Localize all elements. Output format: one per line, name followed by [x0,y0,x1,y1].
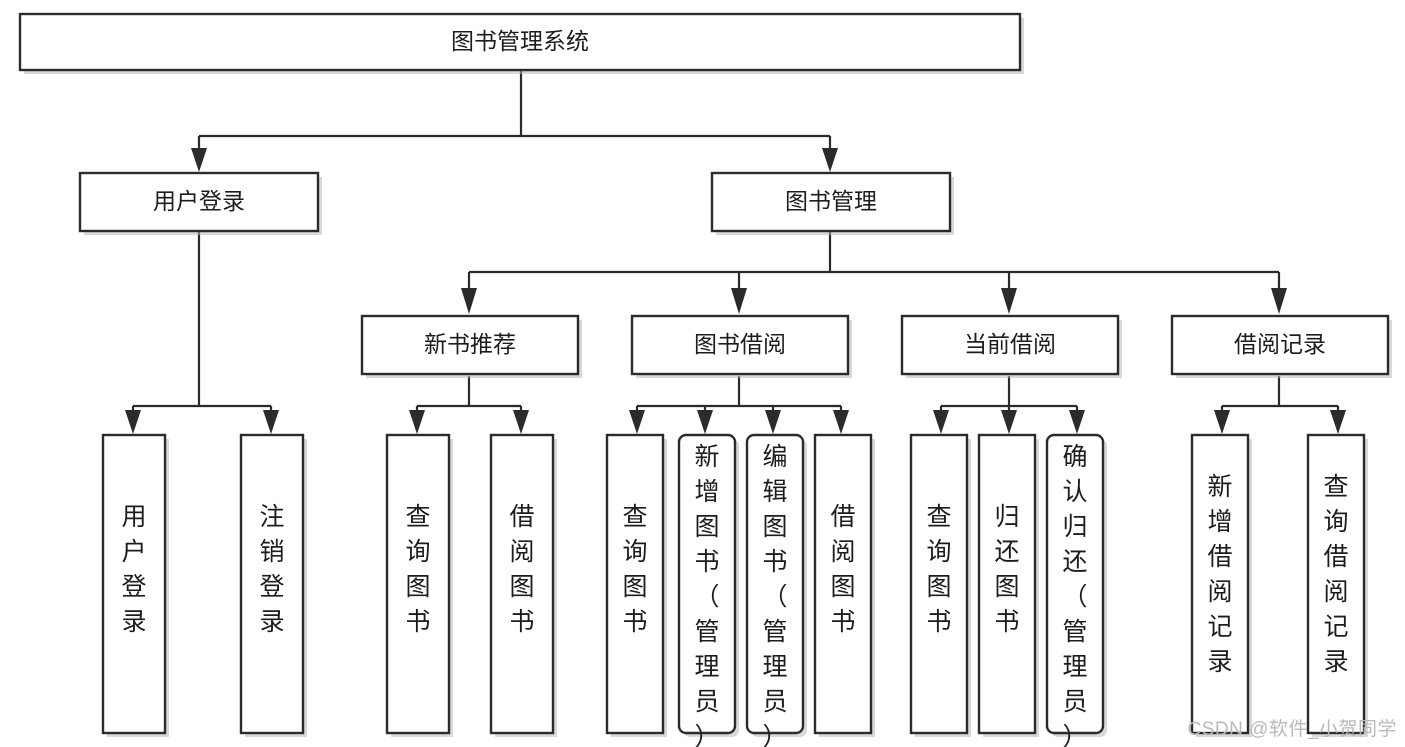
arrow-head-book-borrow [731,288,747,314]
connector-group-book-management [461,232,1287,314]
node-book-management-box [710,171,952,233]
leaf-query-book-1[interactable]: 查询图书 [385,433,453,737]
connector-group-user-login [125,232,279,434]
connector-group-book-borrow [629,376,849,434]
leaf-return-book-label: 归还图书 [994,503,1019,636]
arrow-head-user-login [191,148,207,172]
leaf-borrow-book-1-box [489,433,555,735]
node-current-borrow-label: 当前借阅 [964,331,1056,357]
leaf-add-book[interactable]: 新增图书（管理员） [677,433,739,747]
arrow-head-borrow-record [1271,288,1287,314]
leaf-edit-book-box [745,433,805,735]
arrow-head-leaf-query-book-2 [629,410,645,434]
connector-group-root [191,70,838,172]
leaf-add-record-box [1190,433,1250,735]
leaf-query-book-3-box [909,433,969,735]
leaf-query-book-3[interactable]: 查询图书 [909,433,971,737]
leaf-query-book-2-box [605,433,665,735]
arrow-head-leaf-borrow-book-1 [513,410,529,434]
leaf-query-book-1-label: 查询图书 [405,503,430,636]
leaf-logout-login[interactable]: 注销登录 [239,433,307,737]
arrow-head-leaf-user-login [125,410,141,434]
leaf-borrow-book-2-label: 借阅图书 [830,503,855,636]
leaf-query-record-box [1306,433,1366,735]
node-new-book-recommend[interactable]: 新书推荐 [360,314,582,378]
arrow-head-leaf-add-record [1214,410,1230,434]
arrow-head-leaf-query-book-1 [409,410,425,434]
node-user-login[interactable]: 用户登录 [78,171,322,235]
node-book-management[interactable]: 图书管理 [710,171,954,235]
leaf-return-book-box [977,433,1037,735]
leaf-query-record-label: 查询借阅记录 [1323,473,1348,676]
leaf-query-book-1-box [385,433,451,735]
leaf-add-record-label: 新增借阅记录 [1207,473,1232,676]
leaf-borrow-book-2-box [813,433,873,735]
connector-group-current-borrow [933,376,1085,434]
arrow-head-book-management [822,148,838,172]
leaf-add-book-label: 新增图书（管理员） [694,443,719,747]
node-current-borrow-box [900,314,1120,376]
arrow-head-leaf-confirm-return [1069,410,1085,434]
node-book-borrow[interactable]: 图书借阅 [630,314,852,378]
node-root-label: 图书管理系统 [451,28,589,54]
leaf-user-login-label: 用户登录 [121,503,146,636]
leaf-add-book-box [677,433,737,735]
leaf-confirm-return[interactable]: 确认归还（管理员） [1045,433,1107,747]
leaf-borrow-book-1[interactable]: 借阅图书 [489,433,557,737]
arrow-head-leaf-logout-login [263,410,279,434]
leaf-confirm-return-label: 确认归还（管理员） [1062,443,1087,747]
leaf-return-book[interactable]: 归还图书 [977,433,1039,737]
node-new-book-recommend-box [360,314,580,376]
leaf-edit-book[interactable]: 编辑图书（管理员） [745,433,807,747]
leaf-borrow-book-1-label: 借阅图书 [509,503,534,636]
arrow-head-new-book-recommend [461,288,477,314]
leaf-user-login-box [101,433,167,735]
node-user-login-box [78,171,320,233]
leaf-user-login[interactable]: 用户登录 [101,433,169,737]
leaf-borrow-book-2[interactable]: 借阅图书 [813,433,875,737]
node-book-borrow-label: 图书借阅 [694,331,786,357]
arrow-head-leaf-return-book [1001,410,1017,434]
leaf-query-book-3-label: 查询图书 [926,503,951,636]
node-root[interactable]: 图书管理系统 [18,12,1024,74]
connector-group-borrow-record [1214,376,1346,434]
node-book-borrow-box [630,314,850,376]
node-new-book-recommend-label: 新书推荐 [424,331,516,357]
node-borrow-record-label: 借阅记录 [1234,331,1326,357]
arrow-head-leaf-add-book [697,410,713,434]
node-borrow-record-box [1170,314,1390,376]
node-book-management-label: 图书管理 [785,188,877,214]
leaf-confirm-return-box [1045,433,1105,735]
node-current-borrow[interactable]: 当前借阅 [900,314,1122,378]
arrow-head-leaf-query-book-3 [933,410,949,434]
arrow-head-current-borrow [1001,288,1017,314]
leaf-add-record[interactable]: 新增借阅记录 [1190,433,1252,737]
node-user-login-label: 用户登录 [153,188,245,214]
watermark-text: CSDN @软件_小贺同学 [1187,719,1397,740]
leaf-query-record[interactable]: 查询借阅记录 [1306,433,1368,737]
leaf-query-book-2-label: 查询图书 [622,503,647,636]
leaf-logout-login-box [239,433,305,735]
node-borrow-record[interactable]: 借阅记录 [1170,314,1392,378]
connector-group-new-book-recommend [409,376,529,434]
leaf-logout-login-label: 注销登录 [259,503,284,636]
arrow-head-leaf-query-record [1330,410,1346,434]
arrow-head-leaf-borrow-book-2 [833,410,849,434]
leaf-query-book-2[interactable]: 查询图书 [605,433,667,737]
arrow-head-leaf-edit-book [765,410,781,434]
leaf-edit-book-label: 编辑图书（管理员） [762,443,787,747]
node-root-box [18,12,1022,72]
